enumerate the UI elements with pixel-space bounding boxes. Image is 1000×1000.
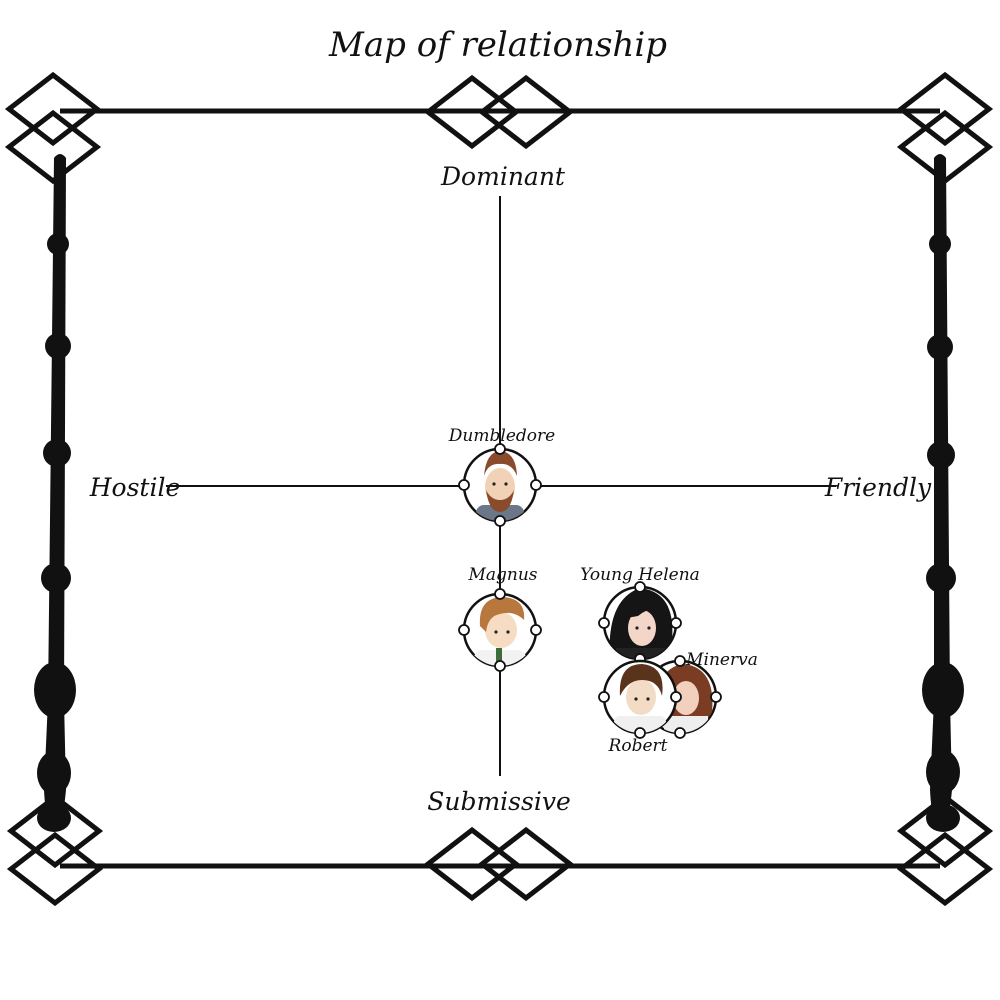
diagram-title: Map of relationship: [328, 25, 667, 65]
center-ornament-bottom: [423, 826, 575, 902]
corner-ornament-top-left: [4, 71, 102, 185]
corner-ornament-bottom-left: [6, 793, 104, 907]
character-name-dumbledore: Dumbledore: [448, 426, 555, 446]
corner-ornament-bottom-right: [896, 793, 994, 907]
axis-label-friendly: Friendly: [824, 473, 932, 502]
character-name-robert: Robert: [608, 736, 668, 756]
axis-label-dominant: Dominant: [440, 162, 566, 191]
character-dumbledore[interactable]: [458, 443, 542, 527]
axis-label-hostile: Hostile: [89, 473, 181, 502]
character-name-minerva: Minerva: [685, 650, 758, 670]
character-robert[interactable]: [598, 659, 682, 739]
character-young-helena[interactable]: [598, 581, 682, 668]
frame: [4, 71, 994, 907]
character-name-young-helena: Young Helena: [580, 565, 700, 585]
wand-right: [922, 154, 964, 832]
character-magnus[interactable]: [458, 588, 542, 672]
wand-left: [34, 154, 76, 832]
axis-label-submissive: Submissive: [427, 787, 571, 816]
center-ornament-top: [423, 74, 575, 150]
character-name-magnus: Magnus: [467, 565, 537, 585]
